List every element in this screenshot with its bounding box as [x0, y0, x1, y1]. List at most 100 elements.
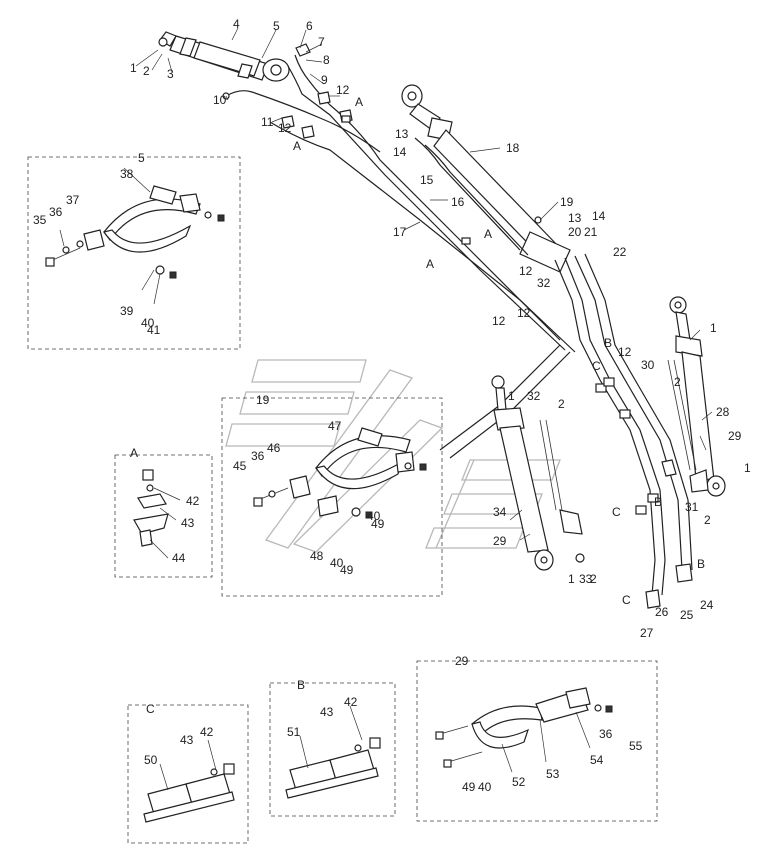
callout-label: B [297, 678, 305, 692]
callout-label: 45 [233, 459, 247, 473]
callout-label: B [654, 495, 662, 509]
detail-box-5 [27, 156, 241, 350]
callout-label: 36 [599, 727, 613, 741]
callout-label: 12 [278, 121, 292, 135]
callout-label: 14 [592, 209, 606, 223]
callout-label: 53 [546, 767, 560, 781]
callout-label: 40 [478, 780, 492, 794]
callout-label: 55 [629, 739, 643, 753]
callout-label: 17 [393, 225, 407, 239]
callout-label: 43 [180, 733, 194, 747]
callout-label: B [697, 557, 705, 571]
callout-label: B [604, 336, 612, 350]
callout-label: 1 [744, 461, 751, 475]
callout-label: 24 [700, 598, 714, 612]
detail-a-bracket [133, 469, 169, 547]
callout-label: 20 [568, 225, 582, 239]
callout-label: A [130, 446, 138, 460]
callout-label: 14 [393, 145, 407, 159]
callout-label: 2 [558, 397, 565, 411]
callout-label: 13 [568, 211, 582, 225]
callout-label: 12 [618, 345, 632, 359]
callout-label: 35 [33, 213, 47, 227]
callout-label: 5 [138, 151, 145, 165]
callout-label: C [622, 593, 631, 607]
callout-label: 1 [130, 61, 137, 75]
callout-label: 34 [493, 505, 507, 519]
callout-label: 49 [371, 517, 385, 531]
callout-label: C [612, 505, 621, 519]
callout-label: 40 [330, 556, 344, 570]
detail-5-clamp [45, 185, 225, 279]
callout-label: A [293, 139, 301, 153]
callout-label: 16 [451, 195, 465, 209]
callout-label: 32 [537, 276, 551, 290]
callout-label: 54 [590, 753, 604, 767]
callout-label: 13 [395, 127, 409, 141]
middle-cylinder [401, 84, 571, 273]
detail-19-clamp [253, 427, 427, 519]
callout-label: 2 [704, 513, 711, 527]
callout-label: 46 [267, 441, 281, 455]
callout-label: 29 [455, 654, 469, 668]
callout-label: 2 [674, 375, 681, 389]
callout-label: 28 [716, 405, 730, 419]
callout-label: 10 [213, 93, 227, 107]
callout-label: 41 [147, 323, 161, 337]
callout-label: 52 [512, 775, 526, 789]
callout-label: 12 [519, 264, 533, 278]
callout-label: 49 [462, 780, 476, 794]
callout-label: 22 [613, 245, 627, 259]
detail-box-a [114, 454, 213, 578]
detail-c-clamp [143, 763, 235, 823]
detail-box-c [127, 704, 249, 844]
callout-label: 43 [320, 705, 334, 719]
callout-label: 42 [186, 494, 200, 508]
callout-label: 29 [728, 429, 742, 443]
callout-label: 42 [200, 725, 214, 739]
callout-label: 40 [367, 509, 381, 523]
callout-label: 37 [66, 193, 80, 207]
detail-b-clamp [285, 737, 381, 799]
callout-label: 3 [167, 67, 174, 81]
callout-label: 5 [273, 19, 280, 33]
callout-label: 44 [172, 551, 186, 565]
leader-lines [59, 27, 713, 791]
callout-label: 1 [710, 321, 717, 335]
callout-label: 7 [318, 35, 325, 49]
callout-label: 43 [181, 516, 195, 530]
callout-label: 48 [310, 549, 324, 563]
callout-label: 50 [144, 753, 158, 767]
callout-label: 49 [340, 563, 354, 577]
detail-box-b [269, 682, 396, 817]
callout-label: 38 [120, 167, 134, 181]
callout-label: 12 [336, 83, 350, 97]
callout-label: 12 [492, 314, 506, 328]
callout-label: C [146, 702, 155, 716]
callout-label: 26 [655, 605, 669, 619]
callout-label: 21 [584, 225, 598, 239]
lower-cylinder [491, 375, 585, 571]
callout-label: 36 [49, 205, 63, 219]
callout-label: 39 [120, 304, 134, 318]
callout-label: 4 [233, 17, 240, 31]
top-cylinder [158, 31, 290, 82]
detail-box-19 [221, 397, 443, 597]
callout-label: 6 [306, 19, 313, 33]
callout-label: 19 [256, 393, 270, 407]
callout-label: 27 [640, 626, 654, 640]
callout-label: 25 [680, 608, 694, 622]
callout-label: 31 [685, 500, 699, 514]
callout-label: 12 [517, 306, 531, 320]
callout-label: 30 [641, 358, 655, 372]
callout-label: 36 [251, 449, 265, 463]
callout-label: 11 [261, 115, 274, 129]
callout-label: 42 [344, 695, 358, 709]
callout-label: A [484, 227, 492, 241]
right-cylinder [661, 296, 726, 497]
detail-box-29 [416, 660, 658, 822]
callout-label: 9 [321, 73, 328, 87]
callout-label: 2 [590, 572, 597, 586]
